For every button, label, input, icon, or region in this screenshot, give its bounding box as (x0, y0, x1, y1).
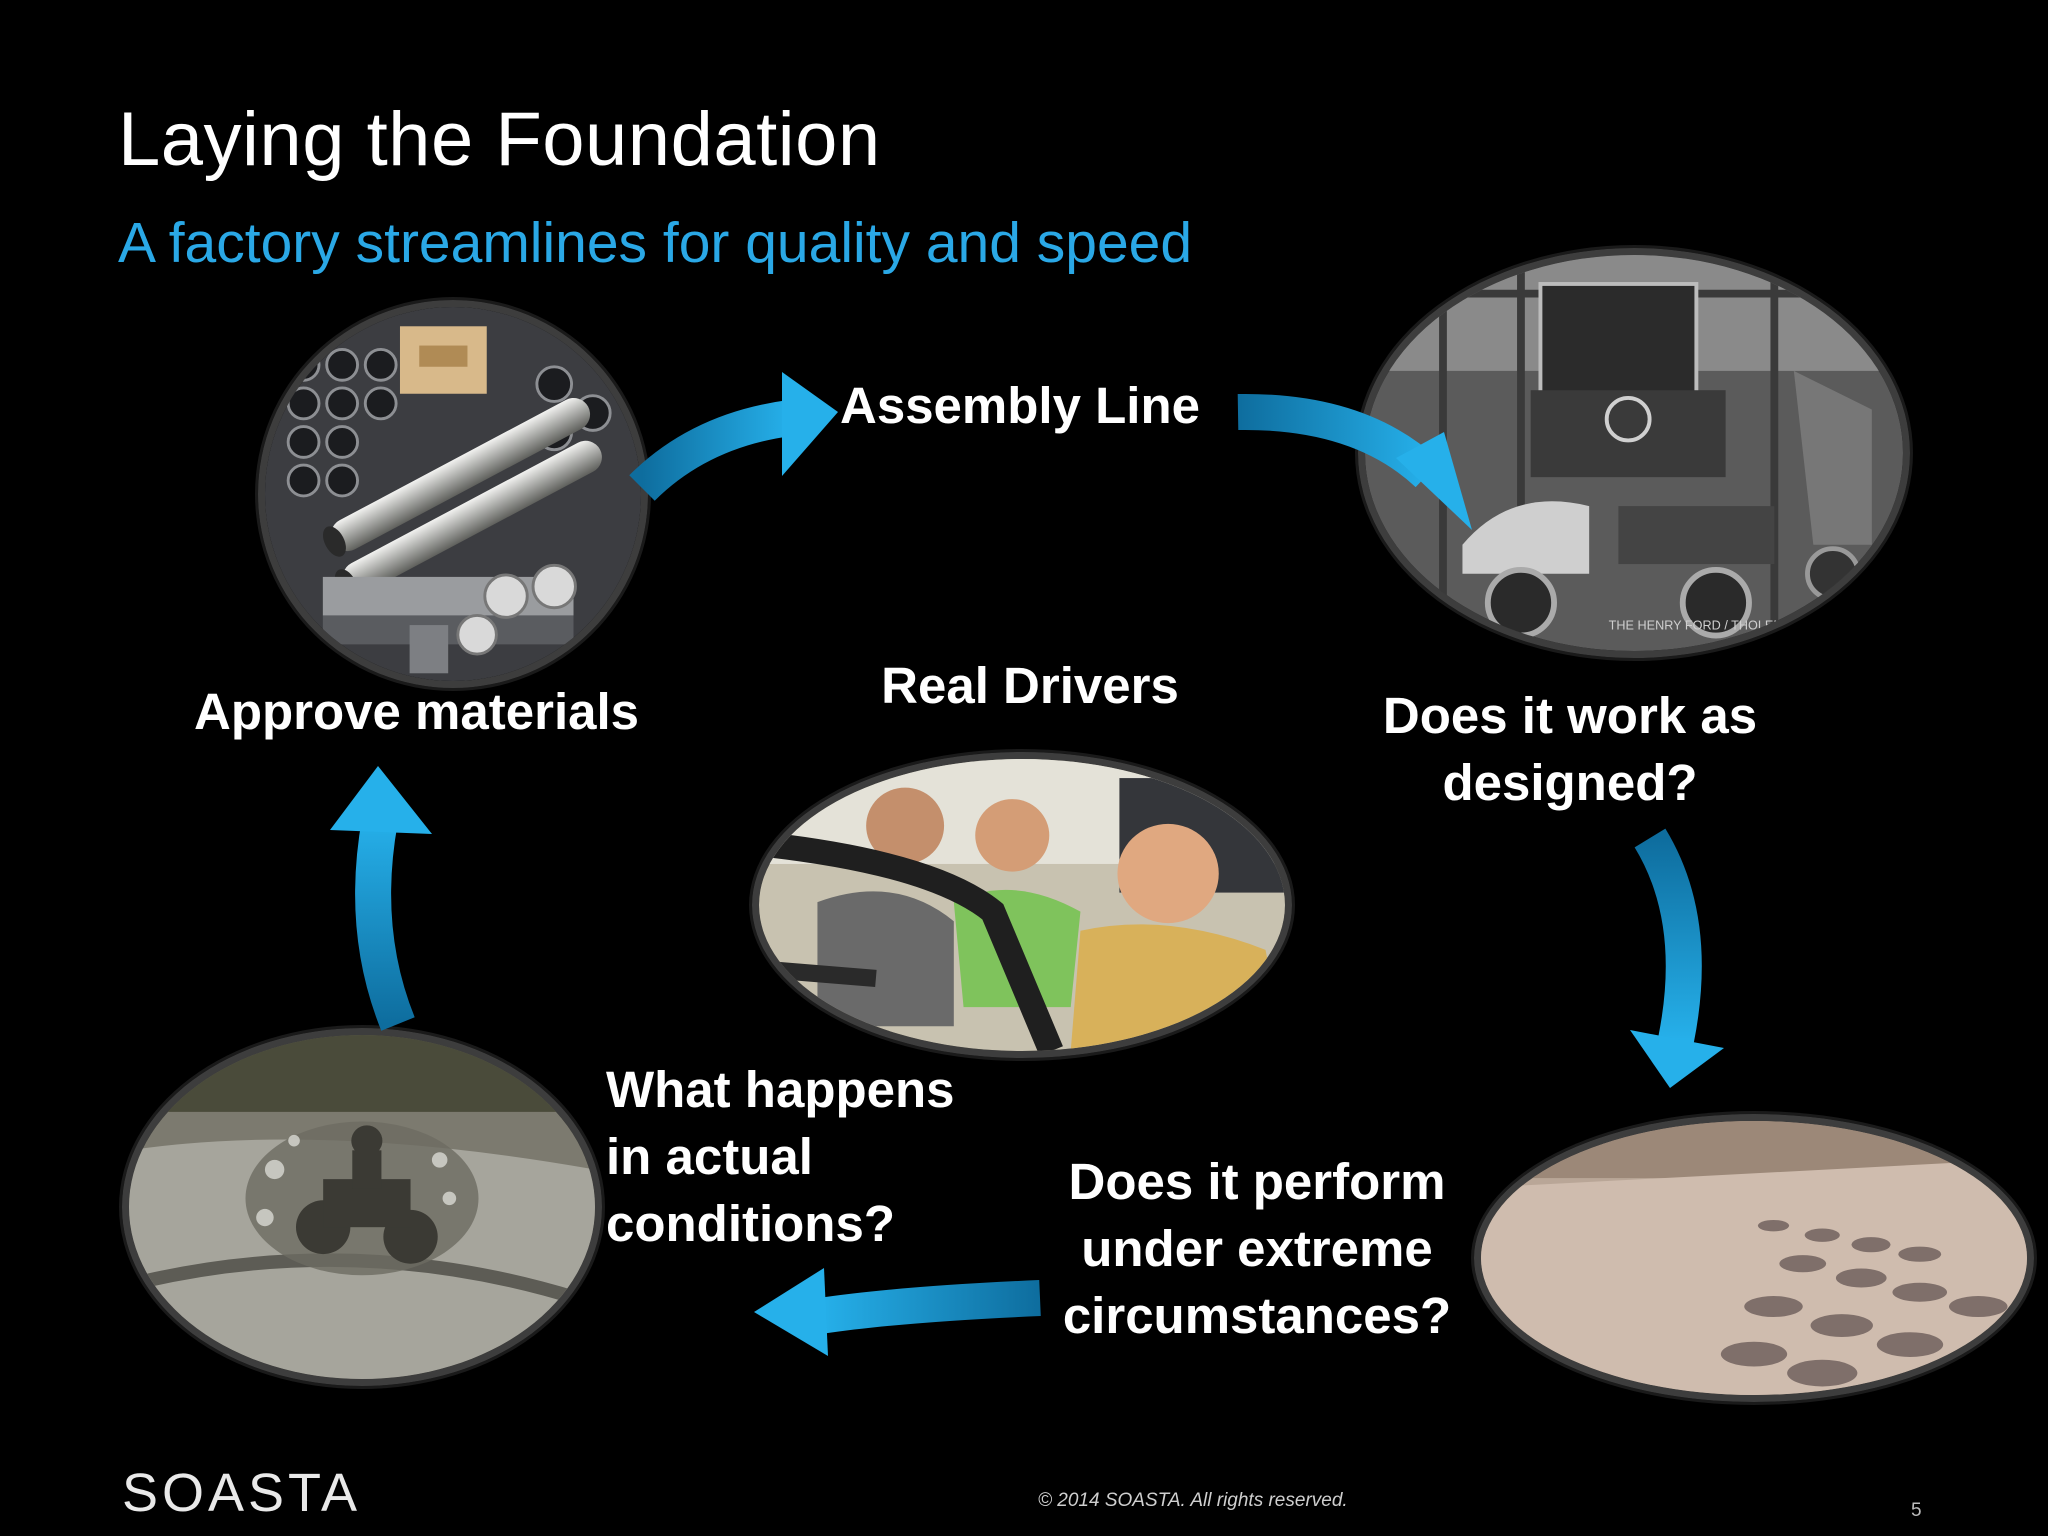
arrow-to-track (1630, 828, 1724, 1088)
photo-watermark: THE HENRY FORD / THOLEMAN (1609, 619, 1802, 633)
arrow-to-assembly (629, 372, 838, 501)
label-line: in actual (606, 1128, 813, 1185)
arrow-to-materials (330, 766, 432, 1031)
label-line: designed? (1442, 754, 1698, 811)
label-line: circumstances? (1062, 1287, 1452, 1344)
label-approve-materials: Approve materials (194, 683, 640, 740)
arrow-to-offroad (754, 1268, 1041, 1356)
copyright-text: © 2014 SOASTA. All rights reserved. (1038, 1490, 1348, 1511)
label-line: under extreme (1081, 1220, 1433, 1277)
soasta-logo: SOASTA (122, 1462, 361, 1524)
offroad-photo (122, 1028, 602, 1386)
label-assembly-line: Assembly Line (840, 377, 1200, 434)
label-line: Does it perform (1068, 1153, 1446, 1210)
label-works-as-designed: Does it work as designed? (1330, 682, 1810, 816)
label-extreme-circumstances: Does it perform under extreme circumstan… (1036, 1148, 1478, 1349)
logo-text: SOASTA (122, 1463, 362, 1523)
label-line: Does it work as (1382, 687, 1758, 744)
slide-subtitle: A factory streamlines for quality and sp… (118, 211, 1193, 275)
page-number: 5 (1911, 1500, 1922, 1521)
riders-photo (752, 752, 1292, 1058)
label-actual-conditions: What happens in actual conditions? (606, 1056, 955, 1257)
arrow-to-car (1237, 393, 1472, 530)
label-real-drivers: Real Drivers (881, 657, 1179, 714)
materials-photo (258, 300, 648, 688)
label-line: conditions? (606, 1195, 895, 1252)
label-line: What happens (606, 1061, 955, 1118)
slide-title: Laying the Foundation (118, 97, 881, 182)
